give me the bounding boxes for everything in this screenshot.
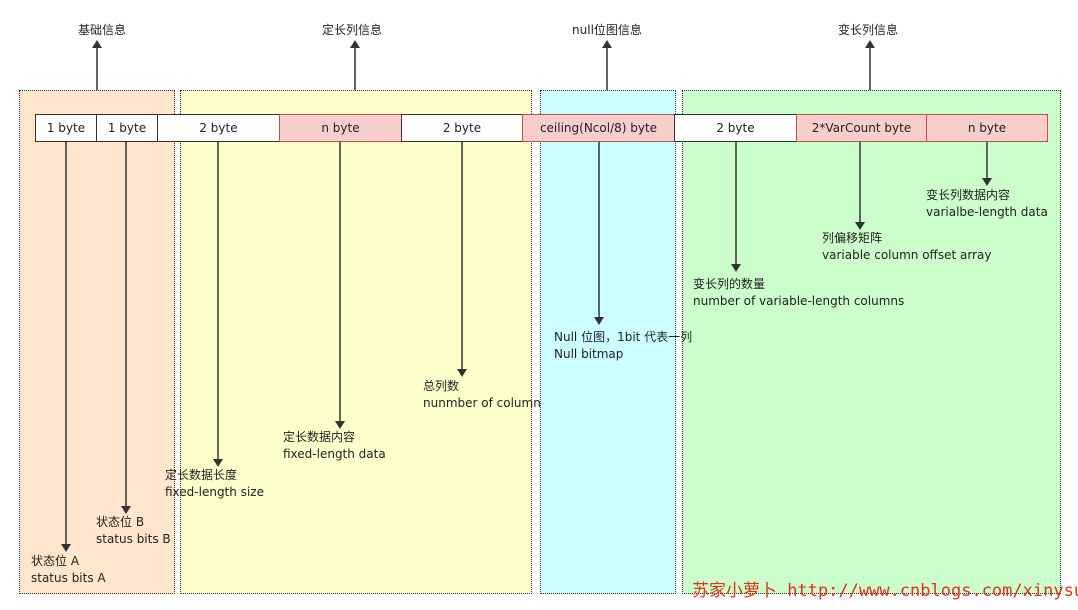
desc-fixed-data: 定长数据内容 fixed-length data bbox=[283, 429, 386, 463]
desc-offset-array: 列偏移矩阵 variable column offset array bbox=[822, 230, 991, 264]
desc-var-data-zh: 变长列数据内容 bbox=[926, 188, 1011, 202]
desc-column-count: 总列数 nunmber of column bbox=[423, 378, 541, 412]
cell-fixed-data: n byte bbox=[279, 114, 402, 142]
desc-offset-array-zh: 列偏移矩阵 bbox=[822, 231, 883, 245]
desc-var-data-en: varialbe-length data bbox=[926, 205, 1048, 219]
desc-null-bitmap-zh: Null 位图，1bit 代表一列 bbox=[554, 330, 693, 344]
desc-fixed-size-zh: 定长数据长度 bbox=[165, 468, 238, 482]
cell-offset-array: 2*VarCount byte bbox=[796, 114, 927, 142]
cell-fixed-size: 2 byte bbox=[157, 114, 280, 142]
desc-var-count-zh: 变长列的数量 bbox=[693, 277, 766, 291]
cell-var-count: 2 byte bbox=[674, 114, 797, 142]
region-null-bitmap-info bbox=[540, 90, 676, 594]
desc-offset-array-en: variable column offset array bbox=[822, 248, 992, 262]
desc-status-b-en: status bits B bbox=[96, 532, 171, 546]
watermark: 苏家小萝卜 http://www.cnblogs.com/xinysu/ bbox=[692, 581, 1078, 601]
section-header-basic: 基础信息 bbox=[77, 23, 127, 37]
cell-column-count: 2 byte bbox=[401, 114, 523, 142]
cell-status-b: 1 byte bbox=[96, 114, 158, 142]
desc-null-bitmap-en: Null bitmap bbox=[554, 347, 624, 361]
desc-fixed-data-zh: 定长数据内容 bbox=[283, 430, 356, 444]
desc-var-count-en: number of variable-length columns bbox=[693, 294, 905, 308]
desc-fixed-size-en: fixed-length size bbox=[165, 485, 264, 499]
desc-status-a-en: status bits A bbox=[31, 571, 106, 585]
desc-status-b-zh: 状态位 B bbox=[96, 515, 145, 529]
desc-var-count: 变长列的数量 number of variable-length columns bbox=[693, 276, 904, 310]
section-header-fixed: 定长列信息 bbox=[321, 23, 383, 37]
desc-null-bitmap: Null 位图，1bit 代表一列 Null bitmap bbox=[554, 329, 692, 363]
cell-status-a: 1 byte bbox=[35, 114, 97, 142]
desc-status-a: 状态位 A status bits A bbox=[31, 553, 106, 587]
region-basic-info bbox=[19, 90, 175, 594]
desc-status-a-zh: 状态位 A bbox=[31, 554, 80, 568]
desc-var-data: 变长列数据内容 varialbe-length data bbox=[926, 187, 1048, 221]
desc-fixed-size: 定长数据长度 fixed-length size bbox=[165, 467, 264, 501]
section-header-null: null位图信息 bbox=[572, 23, 642, 37]
cell-null-bitmap: ceiling(Ncol/8) byte bbox=[522, 114, 675, 142]
desc-fixed-data-en: fixed-length data bbox=[283, 447, 386, 461]
desc-column-count-en: nunmber of column bbox=[423, 396, 541, 410]
region-variable-length-info bbox=[682, 90, 1061, 594]
section-header-variable: 变长列信息 bbox=[837, 23, 899, 37]
region-fixed-length-info bbox=[180, 90, 532, 594]
cell-var-data: n byte bbox=[926, 114, 1048, 142]
desc-status-b: 状态位 B status bits B bbox=[96, 514, 171, 548]
desc-column-count-zh: 总列数 bbox=[423, 379, 460, 393]
